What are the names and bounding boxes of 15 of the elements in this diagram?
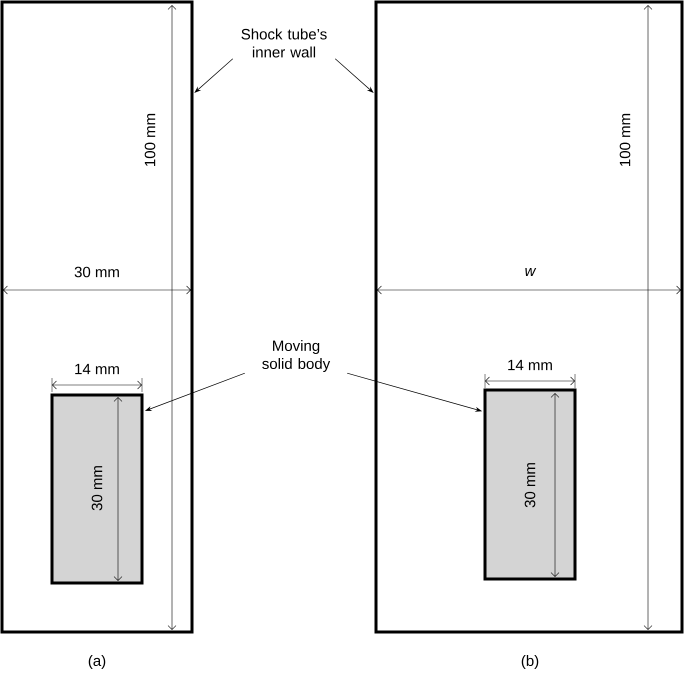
dimension-label: w xyxy=(525,268,536,276)
dimension-label: 30 mm xyxy=(524,463,536,508)
solid-body xyxy=(50,394,144,584)
dimension-label: 100 mm xyxy=(620,114,630,166)
dimension-label: 30 mm xyxy=(74,266,119,278)
dimension-label: 100 mm xyxy=(144,114,156,166)
dimension-label: 14 mm xyxy=(75,364,119,374)
callout-text: Shock tube’s inner wall xyxy=(241,28,327,58)
dimension-label: 14 mm xyxy=(508,360,552,370)
panel-label: (a) xyxy=(88,655,106,669)
panel-label: (b) xyxy=(522,655,538,669)
solid-body xyxy=(484,388,576,580)
tube-wall xyxy=(374,0,684,634)
callout-text: Moving solid body xyxy=(262,340,330,372)
dimension-label: 30 mm xyxy=(92,466,102,510)
